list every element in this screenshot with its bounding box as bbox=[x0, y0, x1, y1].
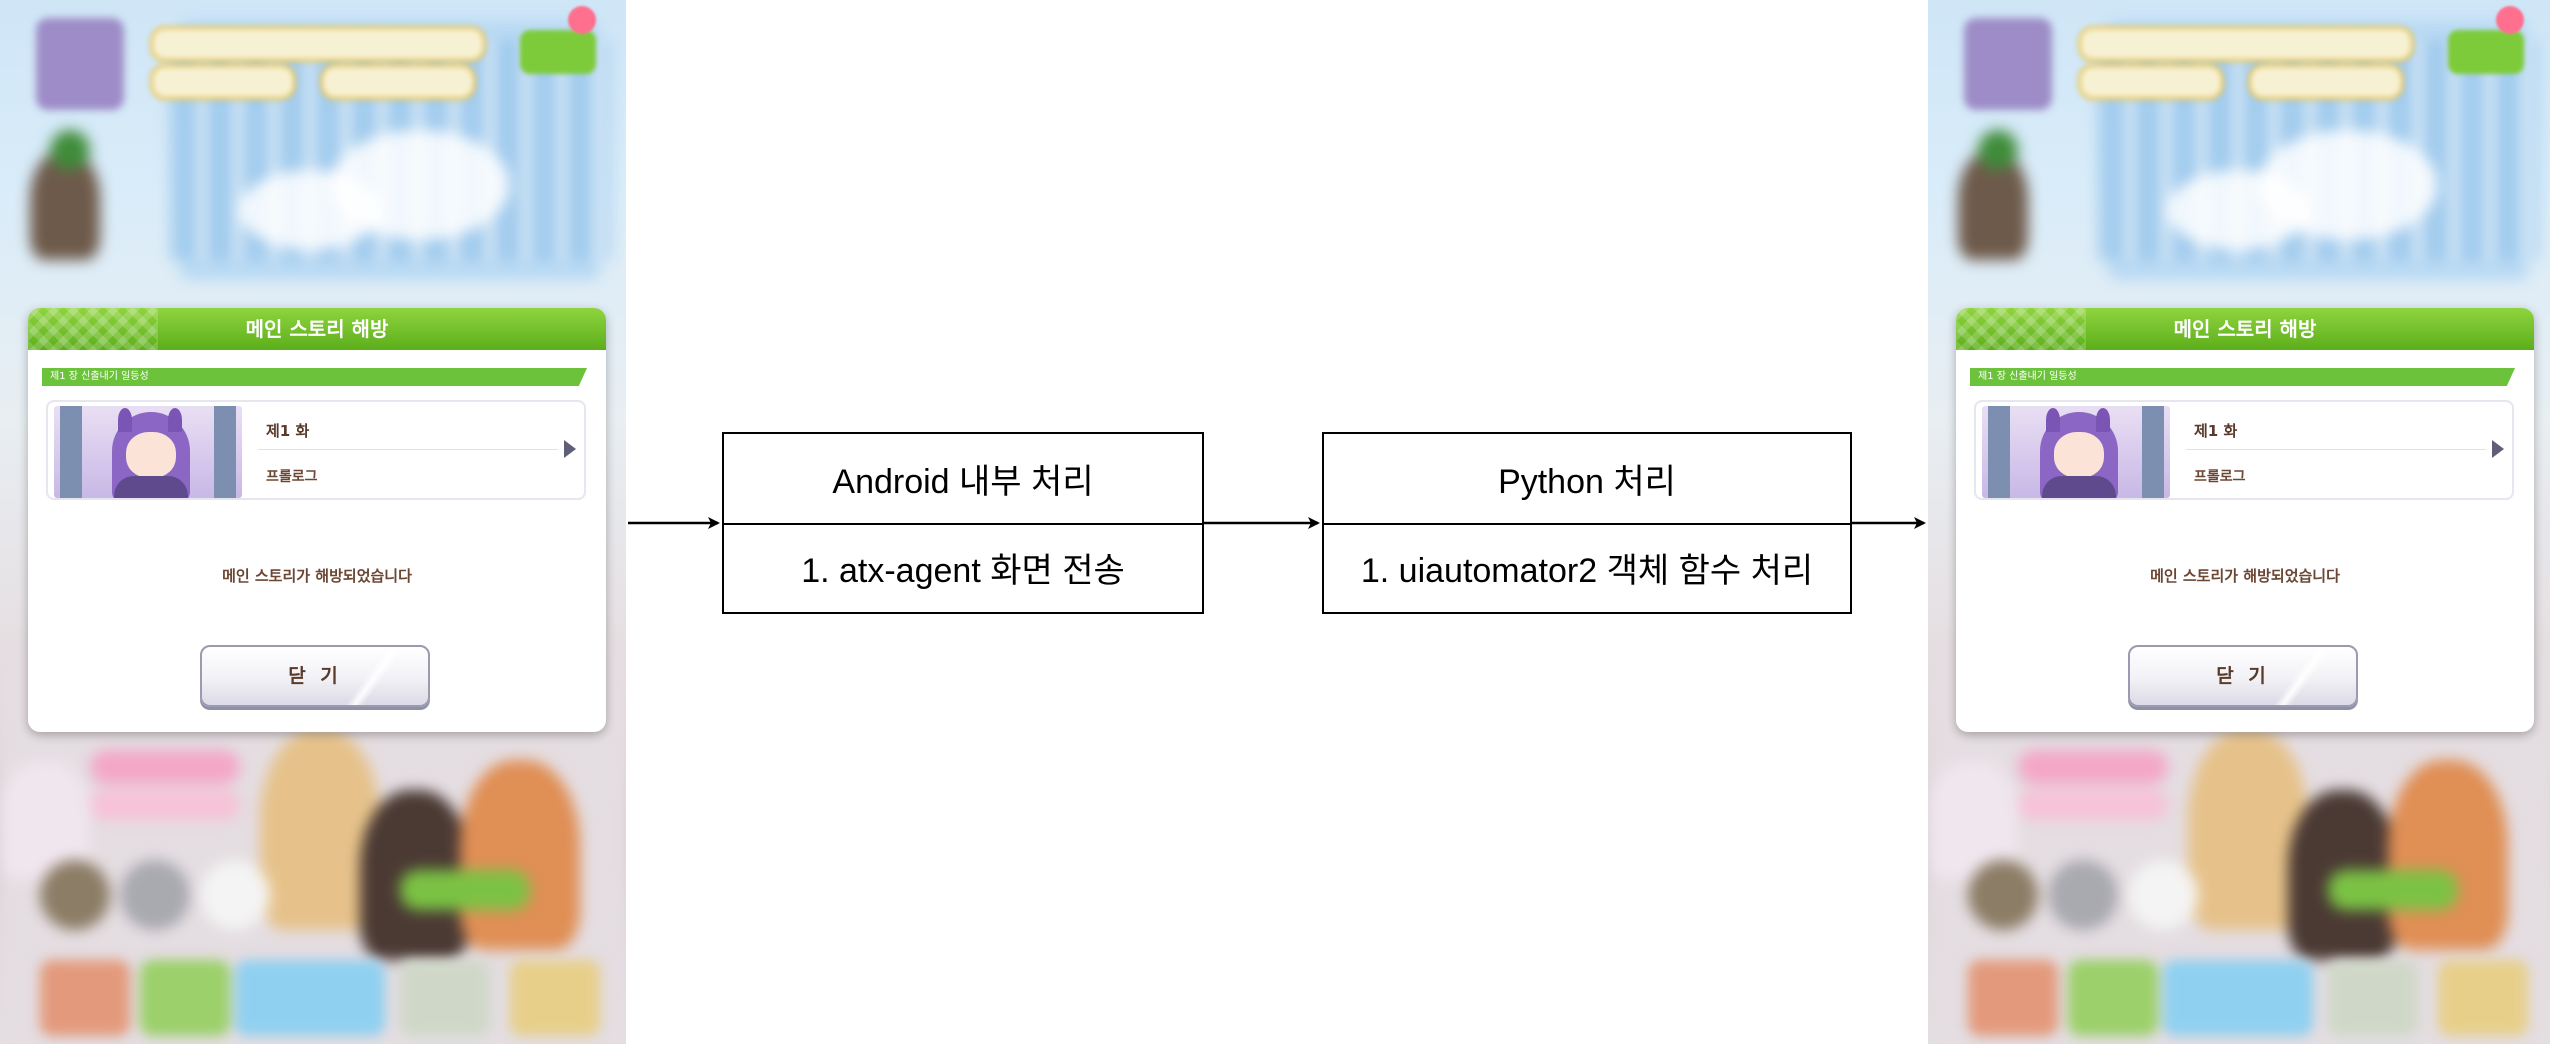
story-unlock-dialog: 메인 스토리 해방 제1 장 신출내기 일등성 제1 화 프롤로그 메인 스토리… bbox=[28, 308, 606, 732]
chevron-right-icon[interactable] bbox=[2492, 440, 2504, 458]
episode-thumbnail bbox=[54, 406, 242, 498]
episode-subtitle: 프롤로그 bbox=[266, 469, 318, 485]
notification-badge bbox=[2496, 6, 2524, 34]
chapter-label: 제1 장 신출내기 일등성 bbox=[42, 368, 587, 386]
episode-title: 제1 화 bbox=[266, 422, 310, 440]
unlock-message: 메인 스토리가 해방되었습니다 bbox=[222, 567, 412, 585]
hud-currency-bar bbox=[2078, 64, 2224, 100]
python-box-step: 1. uiautomator2 객체 함수 처리 bbox=[1360, 552, 1814, 590]
story-unlock-dialog: 메인 스토리 해방 제1 장 신출내기 일등성 제1 화 프롤로그 메인 스토리… bbox=[1956, 308, 2534, 732]
close-button[interactable]: 닫 기 bbox=[200, 645, 430, 707]
hud-jewel-bar bbox=[320, 64, 476, 100]
android-box-step: 1. atx-agent 화면 전송 bbox=[801, 552, 1125, 590]
player-avatar[interactable] bbox=[1964, 18, 2052, 110]
hud-resource-bar bbox=[150, 26, 486, 62]
hud-menu-button[interactable] bbox=[520, 30, 596, 74]
episode-card[interactable]: 제1 화 프롤로그 bbox=[46, 400, 586, 500]
unlock-message: 메인 스토리가 해방되었습니다 bbox=[2150, 567, 2340, 585]
close-button[interactable]: 닫 기 bbox=[2128, 645, 2358, 707]
hud-resource-bar bbox=[2078, 26, 2414, 62]
game-screenshot-after: 메인 스토리 해방 제1 장 신출내기 일등성 제1 화 프롤로그 메인 스토리… bbox=[1928, 0, 2550, 1044]
bottom-tab-bar[interactable] bbox=[1928, 950, 2550, 1044]
android-processing-box: Android 내부 처리 1. atx-agent 화면 전송 bbox=[722, 432, 1204, 614]
player-avatar[interactable] bbox=[36, 18, 124, 110]
hud-jewel-bar bbox=[2248, 64, 2404, 100]
python-processing-box: Python 처리 1. uiautomator2 객체 함수 처리 bbox=[1322, 432, 1852, 614]
notification-badge bbox=[568, 6, 596, 34]
dialog-title: 메인 스토리 해방 bbox=[28, 308, 606, 350]
chevron-right-icon[interactable] bbox=[564, 440, 576, 458]
episode-card[interactable]: 제1 화 프롤로그 bbox=[1974, 400, 2514, 500]
python-box-title: Python 처리 bbox=[1324, 434, 1850, 525]
episode-divider bbox=[2186, 449, 2486, 450]
episode-divider bbox=[258, 449, 558, 450]
hud-menu-button[interactable] bbox=[2448, 30, 2524, 74]
game-screenshot-before: 메인 스토리 해방 제1 장 신출내기 일등성 제1 화 프롤로그 메인 스토리… bbox=[0, 0, 626, 1044]
android-box-title: Android 내부 처리 bbox=[724, 434, 1202, 525]
bottom-tab-bar[interactable] bbox=[0, 950, 626, 1044]
dialog-title: 메인 스토리 해방 bbox=[1956, 308, 2534, 350]
chapter-label: 제1 장 신출내기 일등성 bbox=[1970, 368, 2515, 386]
hud-currency-bar bbox=[150, 64, 296, 100]
episode-thumbnail bbox=[1982, 406, 2170, 498]
episode-title: 제1 화 bbox=[2194, 422, 2238, 440]
episode-subtitle: 프롤로그 bbox=[2194, 469, 2246, 485]
